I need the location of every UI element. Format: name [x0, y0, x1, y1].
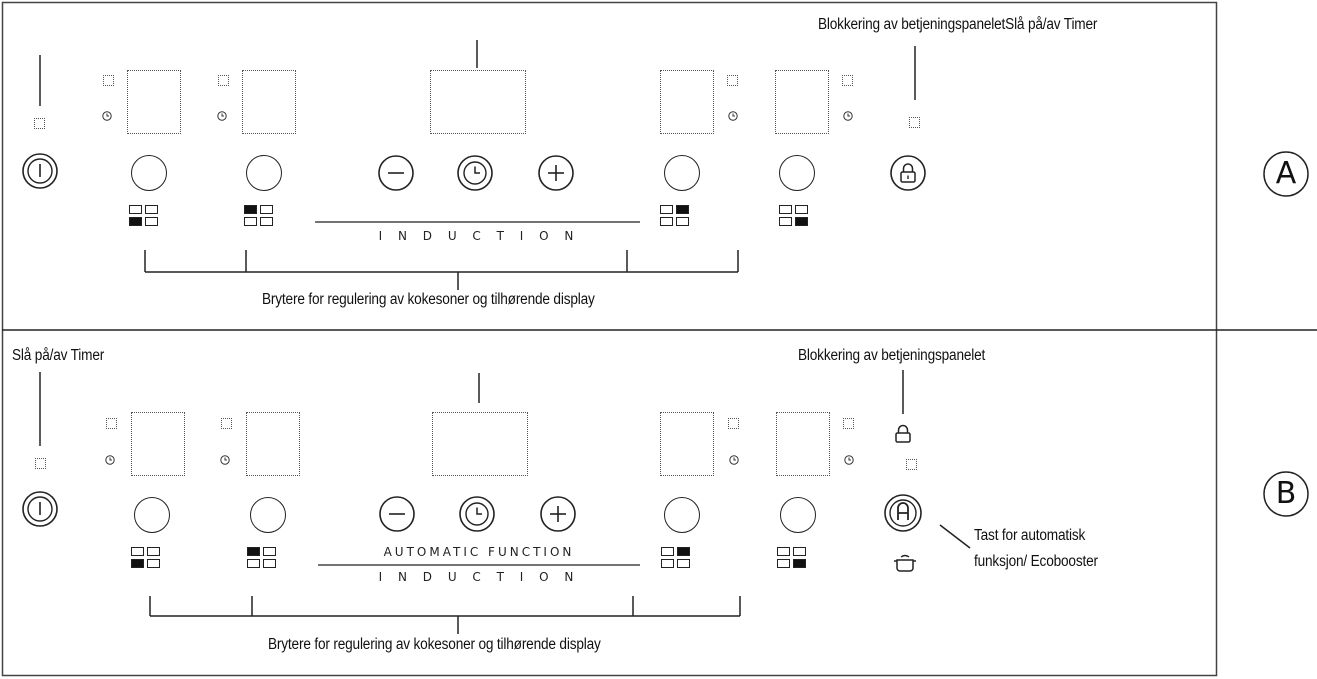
lock-indicator	[909, 117, 920, 128]
power-button-b[interactable]	[21, 490, 59, 528]
zone-4-timer-icon-b	[844, 455, 854, 465]
zone-1-selector-icon	[129, 205, 159, 237]
plus-button-b[interactable]	[539, 495, 577, 533]
timer-clock-icon	[457, 155, 493, 191]
zone-1-selector-icon-b	[131, 547, 161, 579]
plus-button[interactable]	[537, 154, 575, 192]
lock-button[interactable]	[889, 154, 927, 192]
zone-2-indicator-b	[221, 418, 232, 429]
padlock-icon	[895, 424, 911, 443]
power-indicator	[34, 118, 45, 129]
power-button[interactable]	[21, 152, 59, 190]
timer-display-b	[432, 412, 528, 476]
panel-b-badge: B	[1262, 470, 1310, 518]
zone-4-indicator	[842, 75, 853, 86]
zone-2-knob[interactable]	[246, 155, 282, 191]
zone-1-timer-icon	[102, 111, 112, 121]
timer-display	[430, 70, 526, 134]
label-auto-line-1: Tast for automatisk	[974, 527, 1086, 544]
zone-4-display	[775, 70, 829, 134]
zone-4-knob[interactable]	[779, 155, 815, 191]
zone-3-indicator-b	[728, 418, 739, 429]
timer-button-b[interactable]	[458, 495, 496, 533]
minus-button[interactable]	[377, 154, 415, 192]
label-knobs-b: Brytere for regulering av kokesoner og t…	[268, 636, 601, 653]
padlock-icon	[890, 155, 926, 191]
induction-label-b: I N D U C T I O N	[378, 570, 580, 584]
cooking-pot-icon	[894, 554, 916, 572]
plus-icon	[540, 496, 576, 532]
automatic-function-label: AUTOMATIC FUNCTION	[383, 545, 575, 559]
timer-button[interactable]	[456, 154, 494, 192]
zone-1-knob-b[interactable]	[134, 497, 170, 533]
minus-button-b[interactable]	[378, 495, 416, 533]
zone-3-selector-icon	[660, 205, 690, 237]
zone-4-timer-icon	[843, 111, 853, 121]
label-auto-line-2: funksjon/ Ecobooster	[974, 553, 1098, 570]
zone-1-indicator	[103, 75, 114, 86]
zone-2-display	[242, 70, 296, 134]
zone-3-display-b	[660, 412, 714, 476]
zone-1-timer-icon-b	[105, 455, 115, 465]
label-knobs-a: Brytere for regulering av kokesoner og t…	[262, 291, 595, 308]
zone-2-timer-icon	[217, 111, 227, 121]
zone-3-display	[660, 70, 714, 134]
zone-2-selector-icon	[244, 205, 274, 237]
zone-1-display-b	[131, 412, 185, 476]
zone-2-display-b	[246, 412, 300, 476]
auto-function-button[interactable]	[883, 493, 923, 533]
plus-icon	[538, 155, 574, 191]
zone-3-selector-icon-b	[661, 547, 691, 579]
label-timer: Slå på/av Timer	[12, 347, 105, 364]
zone-3-indicator	[727, 75, 738, 86]
zone-2-indicator	[218, 75, 229, 86]
auto-function-A-icon	[884, 494, 922, 532]
zone-2-timer-icon-b	[220, 455, 230, 465]
lock-indicator-b	[906, 459, 917, 470]
zone-1-knob[interactable]	[131, 155, 167, 191]
zone-3-timer-icon	[728, 111, 738, 121]
label-lock: Blokkering av betjeningspanelet	[798, 347, 986, 364]
induction-label: I N D U C T I O N	[378, 229, 580, 243]
zone-4-indicator-b	[843, 418, 854, 429]
zone-2-selector-icon-b	[247, 547, 277, 579]
zone-4-knob-b[interactable]	[780, 497, 816, 533]
timer-clock-icon	[459, 496, 495, 532]
power-icon	[22, 153, 58, 189]
zone-3-timer-icon-b	[729, 455, 739, 465]
panel-a-badge: A	[1262, 150, 1310, 198]
zone-3-knob[interactable]	[664, 155, 700, 191]
minus-icon	[379, 496, 415, 532]
zone-4-selector-icon	[779, 205, 809, 237]
zone-2-knob-b[interactable]	[250, 497, 286, 533]
zone-4-display-b	[776, 412, 830, 476]
zone-3-knob-b[interactable]	[664, 497, 700, 533]
label-lock-timer: Blokkering av betjeningspaneletSlå på/av…	[818, 16, 1098, 33]
panel-b-letter: B	[1275, 476, 1297, 511]
power-icon	[22, 491, 58, 527]
zone-1-indicator-b	[106, 418, 117, 429]
zone-1-display	[127, 70, 181, 134]
power-indicator-b	[35, 458, 46, 469]
zone-4-selector-icon-b	[777, 547, 807, 579]
minus-icon	[378, 155, 414, 191]
panel-a-letter: A	[1275, 156, 1297, 191]
